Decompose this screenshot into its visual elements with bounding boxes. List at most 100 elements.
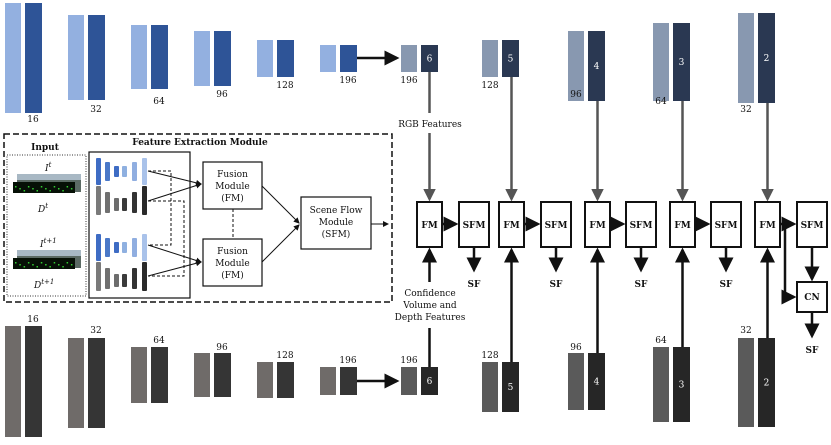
channel-label: 64 xyxy=(153,97,165,107)
fm-label: FM xyxy=(759,221,775,231)
dashed-link xyxy=(148,170,172,246)
fusion-module-label: Module xyxy=(215,182,249,192)
scene-flow-module-box xyxy=(458,201,490,248)
depth-decoder-bar xyxy=(653,347,669,422)
depth-point xyxy=(62,266,64,268)
depth-decoder-bar xyxy=(758,338,775,427)
fm-label: FM xyxy=(589,221,605,231)
depth-encoder-mini-bar xyxy=(122,274,127,287)
rgb-decoder-bar xyxy=(653,23,669,101)
rgb-image-sky xyxy=(17,250,81,256)
rgb-features-label: RGB Features xyxy=(398,120,462,130)
depth-point xyxy=(49,190,51,192)
sfm-label: SFM xyxy=(463,221,486,231)
rgb-decoder-bar xyxy=(421,45,438,72)
rgb-decoder-bar xyxy=(673,23,690,101)
input-label: Dt xyxy=(37,202,48,215)
depth-point xyxy=(40,186,43,188)
fusion-module-box xyxy=(669,201,696,248)
depth-point xyxy=(58,188,60,190)
input-label: It+1 xyxy=(39,237,57,250)
rgb-encoder-mini-bar xyxy=(132,162,137,181)
rgb-encoder-mini-bar xyxy=(142,234,147,261)
rgb-decoder-bar xyxy=(758,13,775,103)
depth-encoder-mini-bar xyxy=(132,192,137,213)
depth-decoder-bar xyxy=(568,353,584,410)
rgb-decoder-bar xyxy=(568,31,584,101)
depth-point xyxy=(45,264,47,266)
depth-point xyxy=(19,264,21,266)
depth-point xyxy=(58,264,60,266)
depth-encoder-bar xyxy=(5,326,21,437)
depth-point xyxy=(19,188,21,190)
channel-label: 64 xyxy=(655,336,667,346)
arrow xyxy=(147,182,202,202)
rgb-encoder-mini-bar xyxy=(122,242,127,253)
depth-encoder-bar xyxy=(277,362,294,398)
depth-encoder-mini-bar xyxy=(114,198,119,211)
rgb-encoder-bar xyxy=(88,15,105,100)
fusion-module-box xyxy=(202,161,263,210)
channel-label: 196 xyxy=(400,76,417,86)
input-label: It xyxy=(44,161,52,174)
dashed-link xyxy=(148,200,185,277)
depth-point xyxy=(23,266,26,268)
rgb-encoder-mini-bar xyxy=(142,158,147,185)
depth-encoder-mini-bar xyxy=(96,186,101,215)
sfm-label: SFM xyxy=(801,221,824,231)
depth-point xyxy=(27,186,30,188)
arrow xyxy=(147,244,202,264)
depth-features-label: Depth Features xyxy=(395,313,466,323)
sf-label: SF xyxy=(550,280,563,290)
channel-label: 128 xyxy=(276,351,293,361)
depth-point xyxy=(45,188,47,190)
level-label: 3 xyxy=(679,58,685,68)
depth-point xyxy=(49,266,51,268)
depth-encoder-bar xyxy=(151,347,168,403)
depth-encoder-bar xyxy=(320,367,336,395)
fusion-module-box xyxy=(416,201,443,248)
fm-label: FM xyxy=(421,221,437,231)
scene-flow-module-label: (SFM) xyxy=(322,229,351,240)
arrow xyxy=(261,185,300,224)
channel-label: 196 xyxy=(339,356,356,366)
depth-point xyxy=(36,190,38,192)
fem-title: Feature Extraction Module xyxy=(132,138,268,148)
channel-label: 16 xyxy=(27,115,39,125)
depth-point xyxy=(62,190,64,192)
channel-label: 196 xyxy=(400,356,417,366)
rgb-decoder-bar xyxy=(502,40,519,77)
channel-label: 64 xyxy=(655,97,667,107)
rgb-encoder-mini-bar xyxy=(132,238,137,257)
rgb-encoder-mini-bar xyxy=(122,166,127,177)
channel-label: 96 xyxy=(216,343,228,353)
fusion-module-box xyxy=(754,201,781,248)
depth-encoder-bar xyxy=(68,338,84,428)
rgb-encoder-mini-bar xyxy=(96,234,101,261)
scene-flow-module-label: Module xyxy=(319,218,353,228)
rgb-encoder-bar xyxy=(277,40,294,77)
fusion-module-label: (FM) xyxy=(221,270,243,281)
sf-label: SF xyxy=(806,346,819,356)
depth-encoder-mini-bar xyxy=(122,198,127,211)
depth-point xyxy=(70,264,73,266)
channel-label: 32 xyxy=(90,105,101,115)
level-label: 6 xyxy=(427,377,433,387)
depth-point xyxy=(36,266,38,268)
depth-point xyxy=(15,186,17,188)
fusion-module-box xyxy=(584,201,611,248)
depth-decoder-bar xyxy=(482,362,498,412)
channel-label: 96 xyxy=(570,343,582,353)
rgb-encoder-mini-bar xyxy=(105,238,110,257)
depth-encoder-bar xyxy=(131,347,147,403)
arrow xyxy=(261,224,300,263)
channel-label: 32 xyxy=(740,326,751,336)
fusion-module-label: (FM) xyxy=(221,193,243,204)
depth-features-label: Confidence xyxy=(404,289,455,299)
level-label: 5 xyxy=(508,383,514,393)
arrow xyxy=(147,170,202,186)
level-label: 3 xyxy=(679,381,685,391)
rgb-encoder-bar xyxy=(257,40,273,77)
rgb-encoder-mini-bar xyxy=(105,162,110,181)
